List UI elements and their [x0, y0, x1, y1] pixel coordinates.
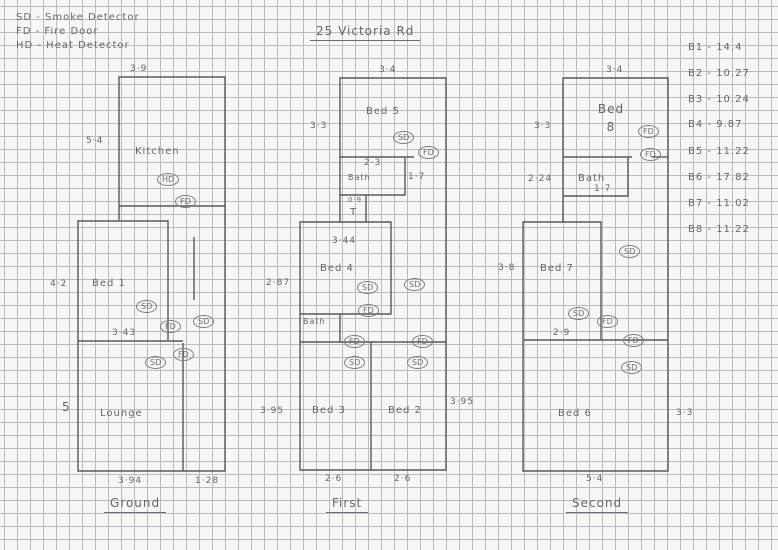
dimension: 3·94	[118, 476, 143, 486]
dimension: 3·44	[332, 236, 357, 246]
smoke-detector-marker: SD	[621, 361, 643, 374]
room-label: Lounge	[100, 408, 143, 419]
floor-label-text: Second	[566, 496, 629, 513]
room-label: Bath	[303, 317, 326, 326]
dimension: 2·6	[325, 474, 343, 484]
dimension: 3·4	[379, 65, 397, 75]
plan-title: 25 Victoria Rd	[310, 24, 421, 41]
room-label: Bed 5	[366, 106, 400, 117]
smoke-detector-marker: SD	[619, 245, 641, 258]
legend-heat-detector: HD - Heat Detector	[16, 40, 130, 51]
dimension: 3·3	[534, 121, 552, 131]
fire-door-marker: FD	[623, 334, 644, 347]
fire-door-marker: FD	[638, 125, 659, 138]
dimension: 3·8	[498, 263, 516, 273]
fire-door-marker: FD	[358, 304, 379, 317]
dimension: 1·28	[195, 476, 220, 486]
smoke-detector-marker: SD	[407, 356, 429, 369]
fire-door-marker: FD	[418, 146, 439, 159]
room-label: Bed 4	[320, 263, 354, 274]
dimension: 3·9	[130, 64, 148, 74]
fire-door-marker: FD	[175, 195, 196, 208]
room-label: Bed 3	[312, 405, 346, 416]
bedroom-area-b2: B2 - 10.27	[688, 68, 750, 79]
floor-label-second: Second	[566, 496, 629, 513]
ground-floor-walls	[77, 76, 226, 472]
floor-label-text: First	[326, 496, 369, 513]
bedroom-area-b1: B1 - 14.4	[688, 42, 743, 53]
room-label: Bed 6	[558, 408, 592, 419]
fire-door-marker: FD	[640, 148, 661, 161]
dimension: 5	[62, 400, 71, 414]
fire-door-marker: FD	[160, 320, 181, 333]
dimension: 3·95	[260, 406, 285, 416]
legend-smoke-detector: SD - Smoke Detector	[16, 12, 140, 23]
dimension: 1·7	[408, 172, 426, 182]
floor-label-text: Ground	[104, 496, 167, 513]
fire-door-marker: FD	[344, 335, 365, 348]
floor-label-first: First	[326, 496, 369, 513]
room-label: Bath	[578, 173, 606, 184]
floor-label-ground: Ground	[104, 496, 167, 513]
room-label: Bed 7	[540, 263, 574, 274]
smoke-detector-marker: SD	[357, 281, 379, 294]
dimension: 5·4	[586, 474, 604, 484]
room-label: Bed 1	[92, 278, 126, 289]
room-label: T	[350, 207, 358, 218]
smoke-detector-marker: SD	[568, 307, 590, 320]
smoke-detector-marker: SD	[136, 300, 158, 313]
dimension: 3·3	[676, 408, 694, 418]
bedroom-area-b3: B3 - 10.24	[688, 94, 750, 105]
dimension: 3·43	[112, 328, 137, 338]
dimension: 2·24	[528, 174, 553, 184]
dimension: 2·9	[553, 328, 571, 338]
fire-door-marker: FD	[173, 348, 194, 361]
fire-door-marker: FD	[597, 315, 618, 328]
smoke-detector-marker: SD	[193, 315, 215, 328]
heat-detector-marker: HD	[157, 173, 180, 186]
room-label: Bed 2	[388, 405, 422, 416]
bedroom-area-b8: B8 - 11.22	[688, 224, 750, 235]
dimension: 4·2	[50, 279, 68, 289]
room-label: Bed 8	[597, 102, 625, 134]
dimension: 0·9	[348, 196, 363, 204]
dimension: 3·95	[450, 397, 475, 407]
room-label: Kitchen	[135, 146, 180, 157]
dimension: 2·3	[364, 158, 382, 168]
smoke-detector-marker: SD	[145, 356, 167, 369]
dimension: 1·7	[594, 184, 612, 194]
bedroom-area-b5: B5 - 11.22	[688, 146, 750, 157]
smoke-detector-marker: SD	[404, 278, 426, 291]
fire-door-marker: FD	[412, 335, 433, 348]
dimension: 3·4	[606, 65, 624, 75]
dimension: 3·3	[310, 121, 328, 131]
room-label: Bath	[348, 173, 371, 182]
dimension: 2·87	[266, 278, 291, 288]
second-floor-walls	[522, 77, 669, 472]
dimension: 2·6	[394, 474, 412, 484]
smoke-detector-marker: SD	[344, 356, 366, 369]
plan-title-text: 25 Victoria Rd	[310, 24, 421, 41]
dimension: 5·4	[86, 136, 104, 146]
smoke-detector-marker: SD	[393, 131, 415, 144]
bedroom-area-b6: B6 - 17.82	[688, 172, 750, 183]
bedroom-area-b7: B7 - 11.02	[688, 198, 750, 209]
legend-fire-door: FD - Fire Door	[16, 26, 99, 37]
bedroom-area-b4: B4 - 9.87	[688, 119, 743, 130]
